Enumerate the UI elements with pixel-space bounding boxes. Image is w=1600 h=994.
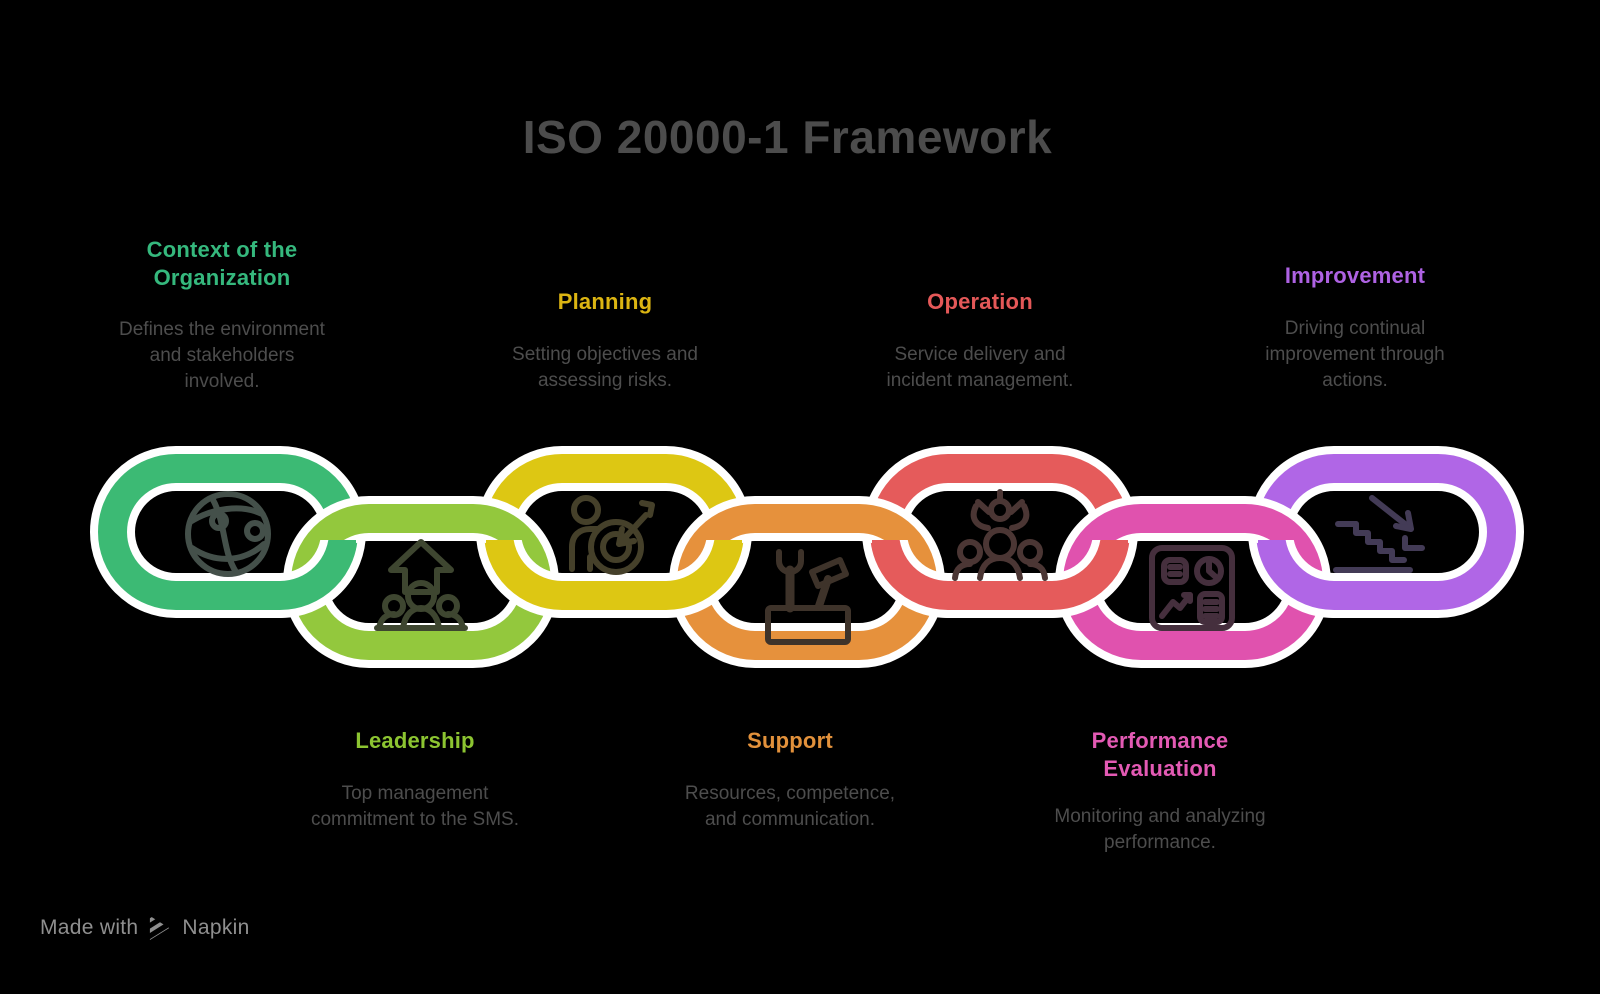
footer-brand: Napkin [182, 916, 250, 939]
team-growth-arrow-icon [374, 539, 468, 631]
footer-made-with: Made with [40, 916, 139, 939]
globe-network-icon [185, 491, 271, 577]
tools-toolbox-icon [765, 549, 851, 645]
section-description: Resources, competence,and communication. [684, 782, 896, 830]
section-block-support: Support Resources, competence,and commun… [640, 727, 940, 833]
section-label: Improvement [1284, 263, 1426, 288]
section-label: Operation [927, 289, 1033, 314]
descending-stairs-arrow-icon [1333, 495, 1425, 573]
section-label: Planning [557, 289, 653, 314]
section-label: Leadership [355, 728, 475, 753]
goal-target-arrow-icon [569, 495, 655, 575]
dashboard-report-icon [1149, 545, 1235, 631]
footer: Made with Napkin [40, 914, 250, 942]
napkin-logo-icon [150, 915, 170, 941]
page-title: ISO 20000-1 Framework [522, 111, 1053, 163]
section-label: Support [747, 728, 833, 753]
automation-claw-team-icon [952, 489, 1048, 581]
